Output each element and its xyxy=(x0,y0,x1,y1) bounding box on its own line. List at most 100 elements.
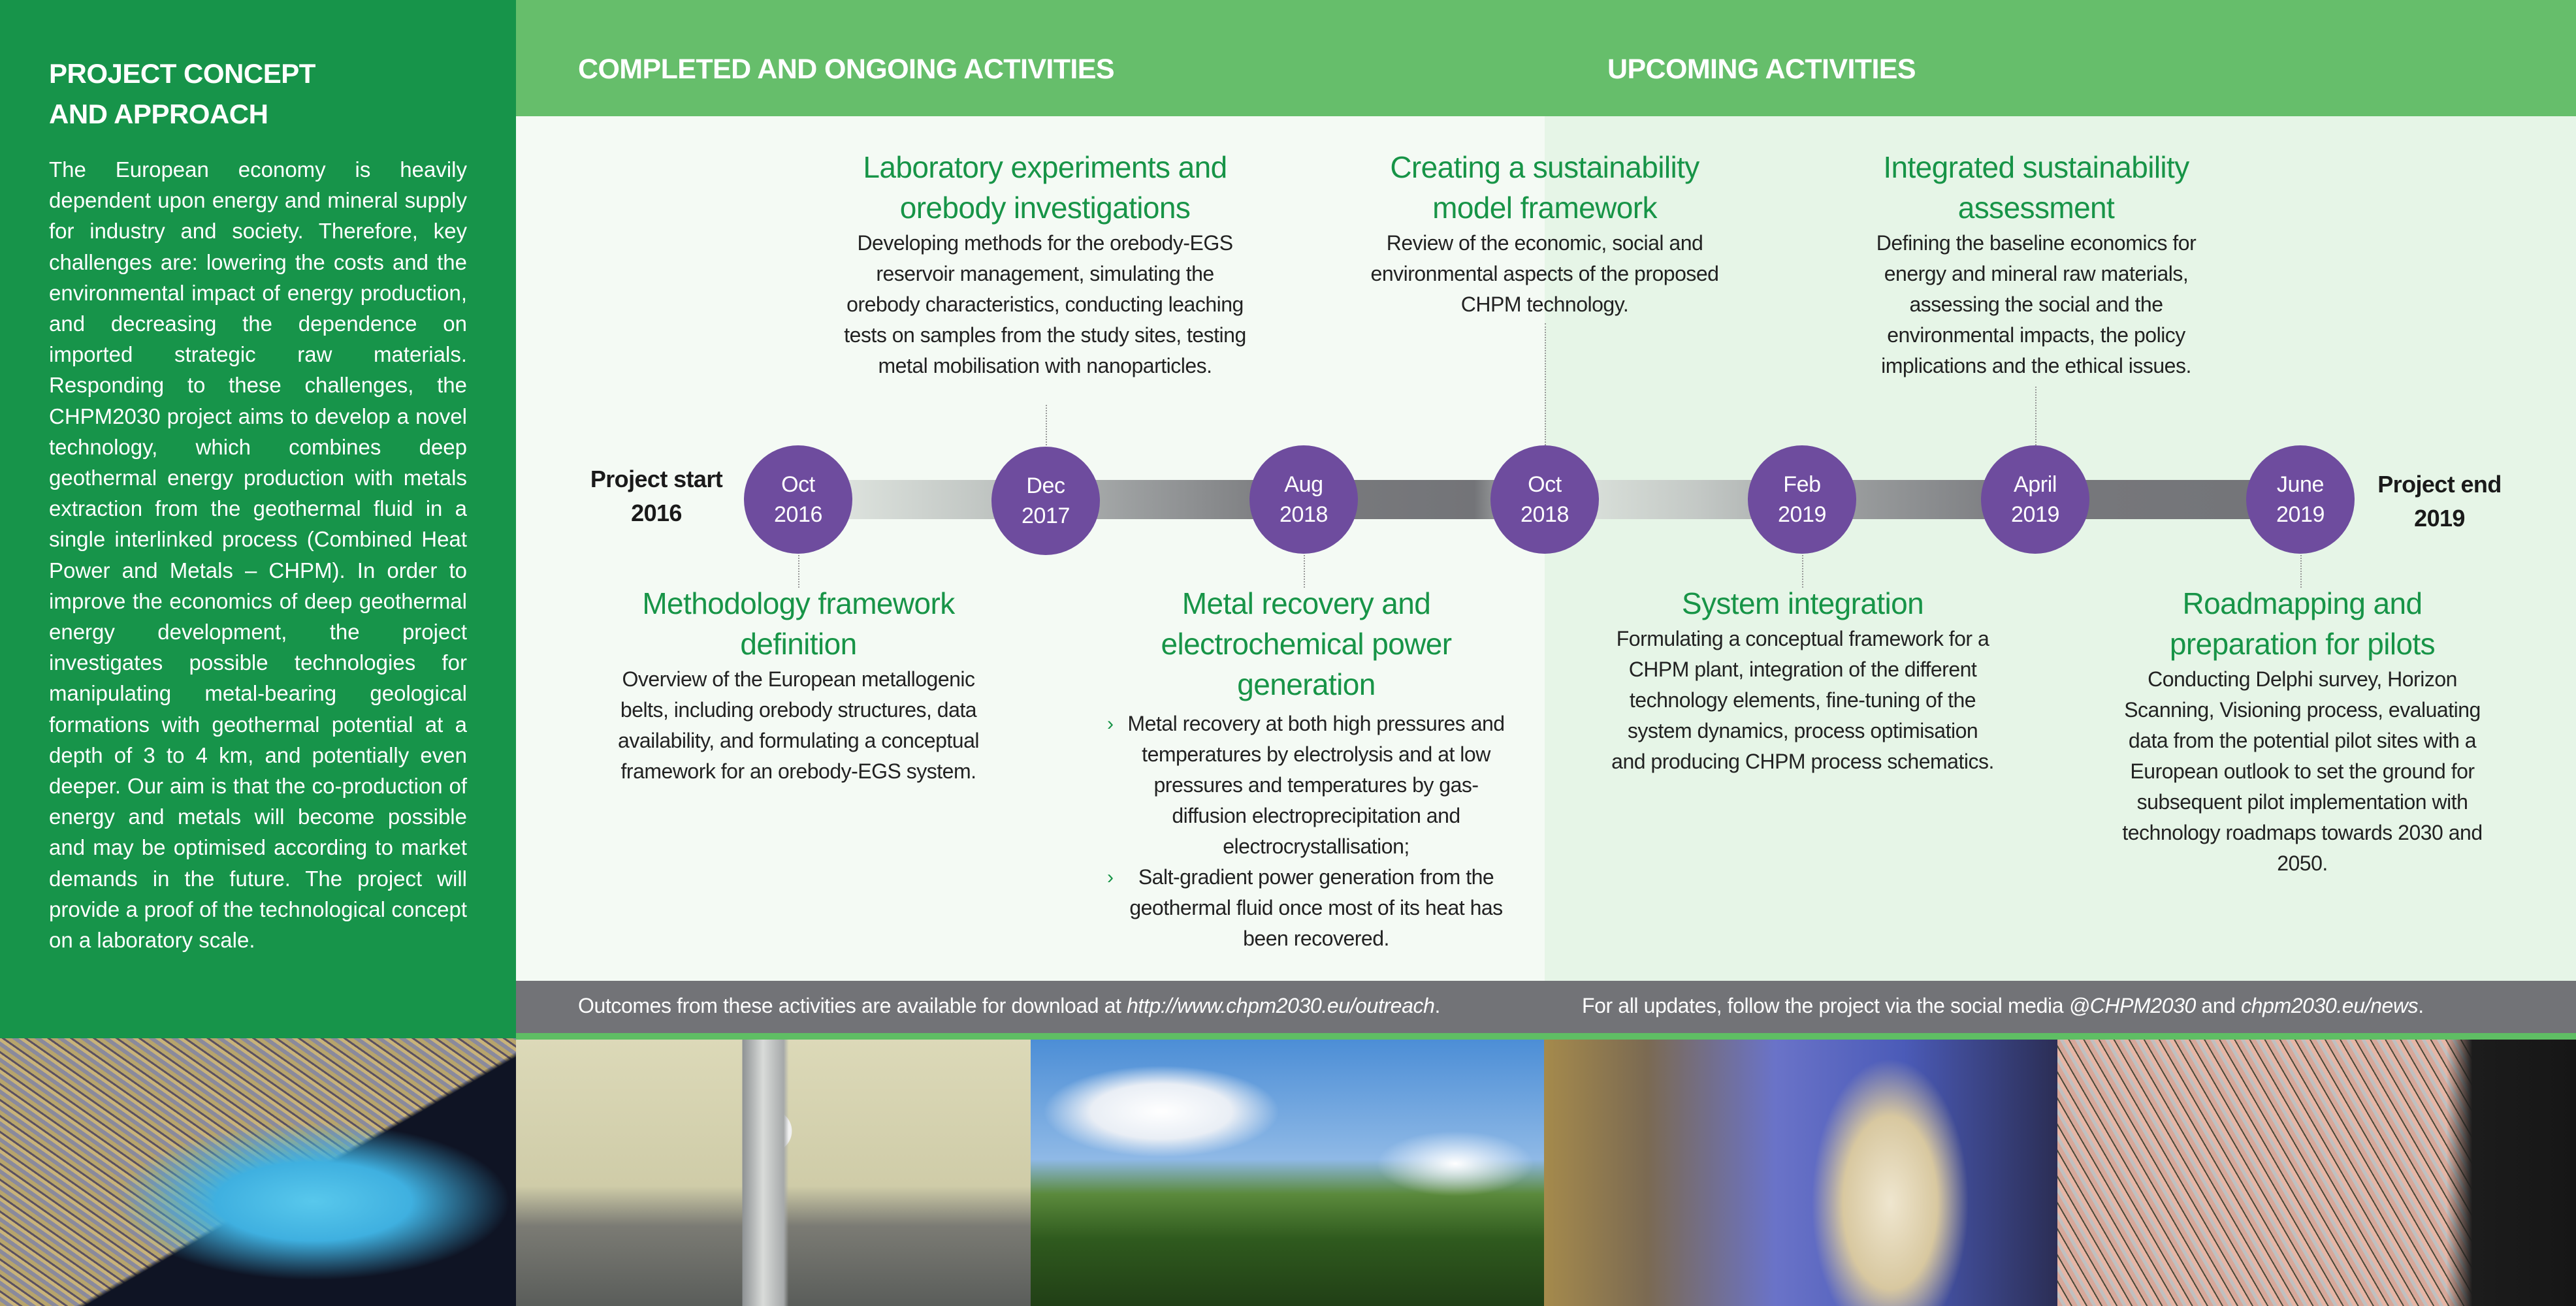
milestone-month: Oct xyxy=(781,472,815,497)
milestone-year: 2018 xyxy=(1520,502,1570,527)
milestone-aug-2018: Aug 2018 xyxy=(1249,445,1358,554)
activity-title-line: Methodology framework xyxy=(642,586,955,620)
activity-description: Overview of the European metallogenic be… xyxy=(618,667,979,783)
activity-description: Developing methods for the orebody-EGS r… xyxy=(844,231,1246,377)
activity-description: Conducting Delphi survey, Horizon Scanni… xyxy=(2122,667,2483,875)
project-start-year: 2016 xyxy=(631,500,682,526)
activity-title: System integration xyxy=(1610,583,1995,624)
milestone-year: 2019 xyxy=(2276,502,2325,527)
photo-mineral-thin-section: mineral thin section microscopy (pink) xyxy=(2057,1040,2576,1306)
activity-sustainability-model: Creating a sustainability model framewor… xyxy=(1352,147,1737,320)
activity-integrated-assessment: Integrated sustainability assessment Def… xyxy=(1858,147,2214,381)
connector-line xyxy=(1802,555,1803,588)
activity-title-line: Integrated sustainability xyxy=(1883,150,2189,184)
photo-geothermal-plant: geothermal power plant landscape xyxy=(1031,1040,1544,1306)
chevron-right-icon: › xyxy=(1107,713,1114,735)
project-start-text: Project start xyxy=(590,466,723,492)
activity-description: Defining the baseline economics for ener… xyxy=(1876,231,2197,377)
updates-notice: For all updates, follow the project via … xyxy=(1582,994,2424,1018)
milestone-month: Oct xyxy=(1528,472,1562,497)
activity-methodology-framework: Methodology framework definition Overvie… xyxy=(601,583,996,787)
milestone-feb-2019: Feb 2019 xyxy=(1748,445,1856,554)
outcomes-suffix: . xyxy=(1434,994,1440,1017)
activity-title-line: electrochemical power xyxy=(1161,627,1452,661)
activities-header-bar: COMPLETED AND ONGOING ACTIVITIES UPCOMIN… xyxy=(516,0,2576,116)
project-start-label: Project start 2016 xyxy=(581,462,732,530)
green-divider xyxy=(516,1033,2576,1040)
activity-title: Creating a sustainability model framewor… xyxy=(1352,147,1737,228)
project-concept-title-line1: PROJECT CONCEPT xyxy=(49,58,315,89)
outcomes-text: Outcomes from these activities are avail… xyxy=(578,994,1127,1017)
milestone-oct-2018: Oct 2018 xyxy=(1490,445,1599,554)
activity-title-line: System integration xyxy=(1681,586,1924,620)
bullet-item: › Metal recovery at both high pressures a… xyxy=(1107,709,1505,862)
activity-title-line: preparation for pilots xyxy=(2169,627,2436,661)
milestone-year: 2016 xyxy=(773,502,823,527)
milestone-month: April xyxy=(2013,472,2057,497)
news-link[interactable]: chpm2030.eu/news xyxy=(2241,994,2419,1017)
bullet-item: › Salt-gradient power generation from the… xyxy=(1107,862,1505,954)
activity-system-integration: System integration Formulating a concept… xyxy=(1610,583,1995,777)
connector-line xyxy=(1046,405,1047,445)
activity-title-line: Roadmapping and xyxy=(2182,586,2423,620)
activity-title: Roadmapping and preparation for pilots xyxy=(2103,583,2502,664)
project-concept-title: PROJECT CONCEPT AND APPROACH xyxy=(49,54,467,135)
milestone-month: June xyxy=(2276,472,2325,497)
activity-metal-recovery: Metal recovery and electrochemical power… xyxy=(1107,583,1505,954)
connector-line xyxy=(798,555,799,588)
milestone-year: 2019 xyxy=(2010,502,2060,527)
milestone-dec-2017: Dec 2017 xyxy=(991,447,1100,555)
activity-title: Integrated sustainability assessment xyxy=(1858,147,2214,228)
activity-title: Metal recovery and electrochemical power… xyxy=(1107,583,1505,705)
activity-title-line: Metal recovery and xyxy=(1182,586,1431,620)
photo-scientist-apparatus: scientist with high-pressure apparatus xyxy=(1544,1040,2057,1306)
milestone-june-2019: June 2019 xyxy=(2246,445,2355,554)
project-concept-title-line2: AND APPROACH xyxy=(49,99,268,129)
activity-title-line: assessment xyxy=(1957,191,2115,225)
activity-title: Laboratory experiments and orebody inves… xyxy=(843,147,1248,228)
connector-line xyxy=(2035,387,2037,445)
bullet-text: Metal recovery at both high pressures an… xyxy=(1127,712,1505,858)
connector-line xyxy=(2300,555,2302,588)
project-end-text: Project end xyxy=(2377,471,2502,498)
milestone-april-2019: April 2019 xyxy=(1981,445,2089,554)
milestone-year: 2017 xyxy=(1021,503,1071,528)
project-end-year: 2019 xyxy=(2414,505,2465,532)
activity-title: Methodology framework definition xyxy=(601,583,996,664)
updates-text-mid: and xyxy=(2195,994,2242,1017)
completed-activities-heading: COMPLETED AND ONGOING ACTIVITIES xyxy=(578,54,1115,85)
milestone-month: Feb xyxy=(1783,472,1821,497)
photo-ore-microscopy: ore mineral microscopy (blue and gold) xyxy=(0,1038,516,1306)
updates-text: For all updates, follow the project via … xyxy=(1582,994,2069,1017)
photo-laboratory-reactor: laboratory reactor apparatus xyxy=(516,1040,1031,1306)
milestone-month: Aug xyxy=(1284,472,1323,497)
activity-title-line: Creating a sustainability xyxy=(1390,150,1699,184)
activity-title-line: Laboratory experiments and xyxy=(863,150,1227,184)
milestone-year: 2018 xyxy=(1279,502,1328,527)
activity-roadmapping: Roadmapping and preparation for pilots C… xyxy=(2103,583,2502,879)
activity-title-line: definition xyxy=(740,627,857,661)
activity-title-line: model framework xyxy=(1432,191,1657,225)
activity-description: Formulating a conceptual framework for a… xyxy=(1611,627,1994,773)
upcoming-activities-area xyxy=(1545,116,2576,981)
milestone-month: Dec xyxy=(1026,473,1065,498)
outcomes-notice: Outcomes from these activities are avail… xyxy=(578,994,1440,1018)
project-concept-panel: PROJECT CONCEPT AND APPROACH The Europea… xyxy=(0,0,516,1040)
outreach-link[interactable]: http://www.chpm2030.eu/outreach xyxy=(1127,994,1435,1017)
project-concept-body: The European economy is heavily dependen… xyxy=(49,157,467,953)
connector-line xyxy=(1545,323,1546,445)
connector-line xyxy=(1304,555,1305,588)
activity-description: Review of the economic, social and envir… xyxy=(1370,231,1719,316)
bullet-text: Salt-gradient power generation from the … xyxy=(1129,865,1503,950)
upcoming-activities-heading: UPCOMING ACTIVITIES xyxy=(1607,54,1916,85)
activity-laboratory-experiments: Laboratory experiments and orebody inves… xyxy=(843,147,1248,381)
project-end-label: Project end 2019 xyxy=(2364,468,2515,535)
chevron-right-icon: › xyxy=(1107,867,1114,888)
footer-info-bar: Outcomes from these activities are avail… xyxy=(516,981,2576,1033)
milestone-oct-2016: Oct 2016 xyxy=(744,445,852,554)
milestone-year: 2019 xyxy=(1777,502,1827,527)
activity-title-line: generation xyxy=(1237,667,1376,701)
metal-recovery-bullet-list: › Metal recovery at both high pressures a… xyxy=(1107,709,1505,954)
updates-suffix: . xyxy=(2418,994,2424,1017)
social-handle-link[interactable]: @CHPM2030 xyxy=(2069,994,2197,1017)
